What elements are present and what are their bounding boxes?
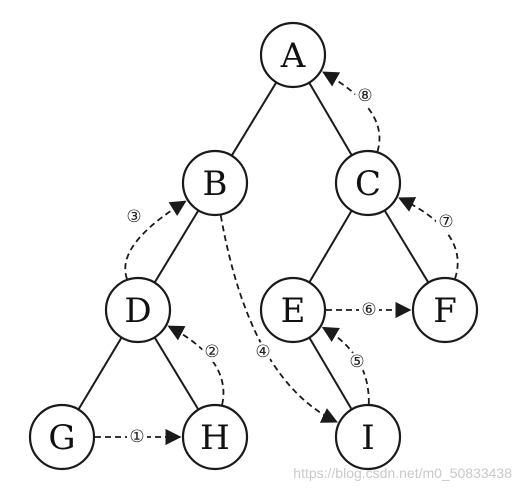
edge-b-d <box>153 209 200 284</box>
node-label: G <box>48 418 75 458</box>
thread-order-label-bg <box>127 427 147 447</box>
node-e: E <box>259 276 327 344</box>
node-circle <box>334 149 402 217</box>
thread-order-label-bg <box>359 300 379 320</box>
thread-arrows <box>95 71 459 446</box>
edge-e-i <box>308 337 353 410</box>
thread-order-labels: ① ② ③ ④ ⑤ ⑥ ⑦ ⑧ <box>124 86 456 447</box>
thread-arrow-c-a <box>322 71 381 152</box>
node-c: C <box>334 149 402 217</box>
node-a: A <box>259 21 327 89</box>
node-circle <box>259 21 327 89</box>
thread-arrow-h-d <box>167 325 225 405</box>
thread-order-label-bg <box>355 86 375 106</box>
watermark-text: https://blog.csdn.net/m0_50833438 <box>293 465 512 481</box>
thread-order-label: ② <box>204 342 219 362</box>
thread-order-label: ④ <box>255 342 270 362</box>
thread-order-label-bg <box>253 342 273 362</box>
thread-order-label: ⑧ <box>357 86 372 106</box>
node-circle <box>181 149 249 217</box>
thread-order-label-bg <box>436 212 456 232</box>
tree-nodes: A B C D E F G H I <box>28 21 479 471</box>
node-b: B <box>181 149 249 217</box>
thread-order-label: ⑤ <box>349 352 364 372</box>
node-label: E <box>281 291 306 331</box>
node-circle <box>411 276 479 344</box>
edge-c-f <box>383 209 430 284</box>
thread-order-label: ① <box>129 427 144 447</box>
node-label: D <box>124 291 151 331</box>
thread-order-label-bg <box>124 207 144 227</box>
thread-order-label-bg <box>347 352 367 372</box>
node-circle <box>334 403 402 471</box>
node-label: B <box>203 164 228 204</box>
thread-order-label-bg <box>202 342 222 362</box>
tree-edges <box>77 81 430 411</box>
node-label: I <box>361 418 374 458</box>
node-f: F <box>411 276 479 344</box>
node-label: F <box>433 291 457 331</box>
node-circle <box>181 403 249 471</box>
node-label: C <box>355 164 381 204</box>
node-i: I <box>334 403 402 471</box>
node-label: A <box>280 36 306 76</box>
node-circle <box>259 276 327 344</box>
node-d: D <box>104 276 172 344</box>
node-circle <box>104 276 172 344</box>
edge-a-c <box>308 82 353 156</box>
edge-a-b <box>230 81 278 157</box>
node-circle <box>28 403 96 471</box>
thread-order-label: ⑦ <box>438 212 453 232</box>
edge-d-h <box>153 336 200 411</box>
thread-arrow-f-c <box>398 197 459 279</box>
node-h: H <box>181 403 249 471</box>
thread-order-label: ⑥ <box>361 300 376 320</box>
edge-d-g <box>77 336 123 411</box>
edge-c-e <box>308 210 353 283</box>
thread-order-label: ③ <box>126 207 141 227</box>
node-g: G <box>28 403 96 471</box>
node-label: H <box>200 418 230 458</box>
